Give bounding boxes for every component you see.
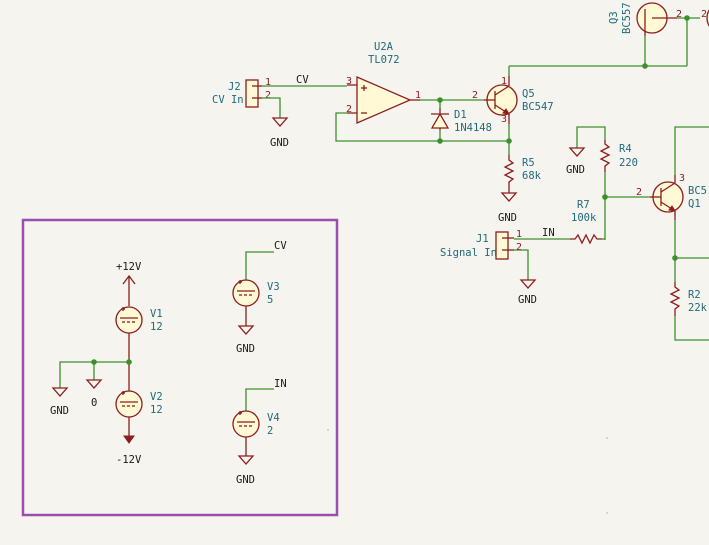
q3-value: BC557 [621,2,633,34]
q5-pin-e: 3 [501,114,507,125]
q3-refdes: Q3 [608,11,620,24]
d1-value: 1N4148 [454,122,492,134]
power-supply-frame [21,218,339,517]
wires-opamp [262,15,690,155]
net-label-zero: 0 [91,397,97,409]
v1-value: 12 [150,321,163,333]
net-label-cv-top: CV [296,74,309,86]
gnd-label-r5: GND [498,212,517,224]
diode-d1[interactable]: D1 1N4148 [430,108,492,134]
v4-refdes: V4 [267,412,280,424]
gnd-label-v3: GND [236,343,255,355]
u2a-pin-plus: 3 [346,76,352,87]
voltage-source-v3[interactable]: V3 5 GND [232,251,280,355]
grid-dots [327,429,608,514]
v3-refdes: V3 [267,281,280,293]
power-flag-minus12: -12V [116,435,142,466]
connector-j2[interactable]: 1 2 J2 CV In [212,77,271,108]
u2a-pin-minus: 2 [346,104,352,115]
j1-pin-1: 1 [516,229,522,240]
r5-value: 68k [522,170,542,182]
r2-refdes: R2 [688,289,701,301]
net-label-cv-box: CV [274,240,287,252]
q1-pin-b: 2 [636,187,642,198]
q1-value: BC5 [688,185,707,197]
v1-refdes: V1 [150,308,163,320]
net-label-minus12: -12V [116,454,142,466]
transistor-q3[interactable]: 2 2 Q3 BC557 [608,2,709,36]
transistor-q5[interactable]: 2 1 3 Q5 BC547 [472,76,554,125]
u2a-value: TL072 [368,54,400,66]
j1-value: Signal In [440,247,497,259]
v2-value: 12 [150,404,163,416]
r7-value: 100k [571,212,597,224]
transistor-q1[interactable]: 2 3 BC5 Q1 [605,126,709,282]
r4-value: 220 [619,157,638,169]
ground-ref-wires: GND 0 [50,359,132,417]
j1-pin-2: 2 [516,242,522,253]
resistor-r2[interactable]: R2 22k [669,282,709,341]
q5-refdes: Q5 [522,88,535,100]
j2-value: CV In [212,94,244,106]
power-flag-plus12: +12V [116,261,142,306]
q5-pin-b: 2 [472,90,478,101]
j2-pin-2: 2 [265,90,271,101]
net-label-in-top: IN [542,227,555,239]
gnd-label-r4: GND [566,164,585,176]
net-label-plus12: +12V [116,261,142,273]
connector-j1[interactable]: 1 2 J1 Signal In GND [440,229,537,306]
j2-refdes: J2 [228,81,241,93]
r4-refdes: R4 [619,143,632,155]
d1-refdes: D1 [454,109,467,121]
q5-value: BC547 [522,101,554,113]
gnd-label-j2: GND [270,137,289,149]
v3-value: 5 [267,294,273,306]
r5-refdes: R5 [522,157,535,169]
voltage-source-v2[interactable]: V2 12 [115,390,163,436]
v4-value: 2 [267,425,273,437]
v2-refdes: V2 [150,391,163,403]
r2-value: 22k [688,302,708,314]
q1-refdes: Q1 [688,198,701,210]
j1-refdes: J1 [476,233,489,245]
q3-pin-b: 2 [701,9,707,20]
voltage-source-v4[interactable]: V4 2 GND [232,388,280,486]
resistor-r7[interactable]: R7 100k [514,199,605,245]
gnd-label-j1: GND [518,294,537,306]
q1-pin-c: 3 [679,173,685,184]
q5-pin-c: 1 [501,76,507,87]
gnd-symbol-j2: GND [270,117,289,149]
u2a-pin-out: 1 [415,90,421,101]
u2a-refdes: U2A [374,41,394,53]
gnd-label-v4: GND [236,474,255,486]
j2-pin-1: 1 [265,77,271,88]
voltage-source-v1[interactable]: V1 12 [115,306,163,391]
opamp-u2a[interactable]: 3 2 1 U2A TL072 [346,41,421,124]
resistor-r5[interactable]: R5 68k GND [498,155,542,224]
resistor-r4[interactable]: R4 220 GND [566,126,638,240]
net-label-in-box: IN [274,378,287,390]
r7-refdes: R7 [577,199,590,211]
q3-pin-a: 2 [676,9,682,20]
gnd-label-left: GND [50,405,69,417]
